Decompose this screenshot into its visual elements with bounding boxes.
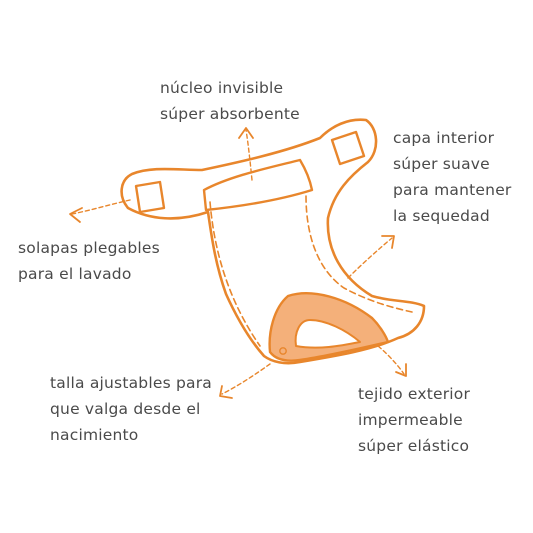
label-line: súper elástico [358, 437, 470, 455]
label-folding-flaps: solapas plegables para el lavado [18, 235, 160, 287]
label-line: solapas plegables [18, 239, 160, 257]
arrow-size [219, 363, 271, 399]
label-adjustable-size: talla ajustables para que valga desde el… [50, 370, 212, 448]
label-line: súper absorbente [160, 105, 300, 123]
stitch-line-left [209, 201, 261, 347]
diaper-outline [120, 118, 426, 365]
stitch-line-right [305, 195, 413, 313]
label-line: súper suave [393, 155, 490, 173]
band-inner-gap [294, 319, 361, 349]
label-line: nacimiento [50, 426, 139, 444]
label-line: que valga desde el [50, 400, 201, 418]
left-flap-window [134, 180, 166, 214]
label-absorbent-core: núcleo invisible súper absorbente [160, 75, 300, 127]
label-line: impermeable [358, 411, 463, 429]
label-inner-layer: capa interior súper suave para mantener … [393, 125, 512, 229]
arrow-flaps [69, 199, 131, 223]
snap-button [279, 347, 287, 355]
right-flap-window [330, 130, 366, 166]
label-line: capa interior [393, 129, 495, 147]
label-line: talla ajustables para [50, 374, 212, 392]
label-line: tejido exterior [358, 385, 471, 403]
core-pocket [202, 158, 314, 212]
label-line: núcleo invisible [160, 79, 284, 97]
label-outer-fabric: tejido exterior impermeable súper elásti… [358, 381, 470, 459]
label-line: para el lavado [18, 265, 132, 283]
arrow-outer [377, 345, 407, 377]
label-line: la sequedad [393, 207, 490, 225]
arrow-inner [347, 235, 395, 279]
arrow-core [238, 127, 254, 181]
label-line: para mantener [393, 181, 512, 199]
